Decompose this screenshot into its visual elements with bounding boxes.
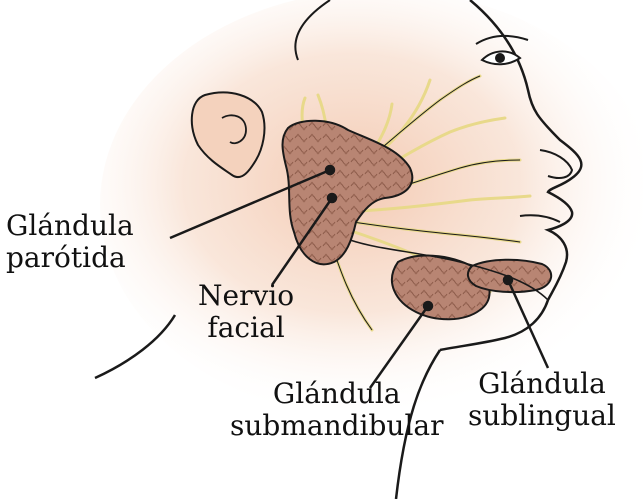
sublingual-gland-label: Glándula sublingual [468, 368, 616, 432]
sublingual-label-line1: Glándula [468, 368, 616, 400]
leader-dot-submandibular [424, 302, 432, 310]
sublingual-label-line2: sublingual [468, 400, 616, 432]
parotid-gland-label: Glándula parótida [6, 210, 134, 274]
facial-nerve-label-line2: facial [198, 312, 294, 344]
facial-nerve-label: Nervio facial [198, 280, 294, 344]
leader-dot-parotid [326, 166, 334, 174]
submandibular-label-line1: Glándula [230, 378, 443, 410]
leader-dot-sublingual [504, 276, 512, 284]
leader-dot-nerve [328, 194, 336, 202]
submandibular-label-line2: submandibular [230, 410, 443, 442]
parotid-label-line2: parótida [6, 242, 134, 274]
submandibular-gland-label: Glándula submandibular [230, 378, 443, 442]
parotid-label-line1: Glándula [6, 210, 134, 242]
facial-nerve-label-line1: Nervio [198, 280, 294, 312]
